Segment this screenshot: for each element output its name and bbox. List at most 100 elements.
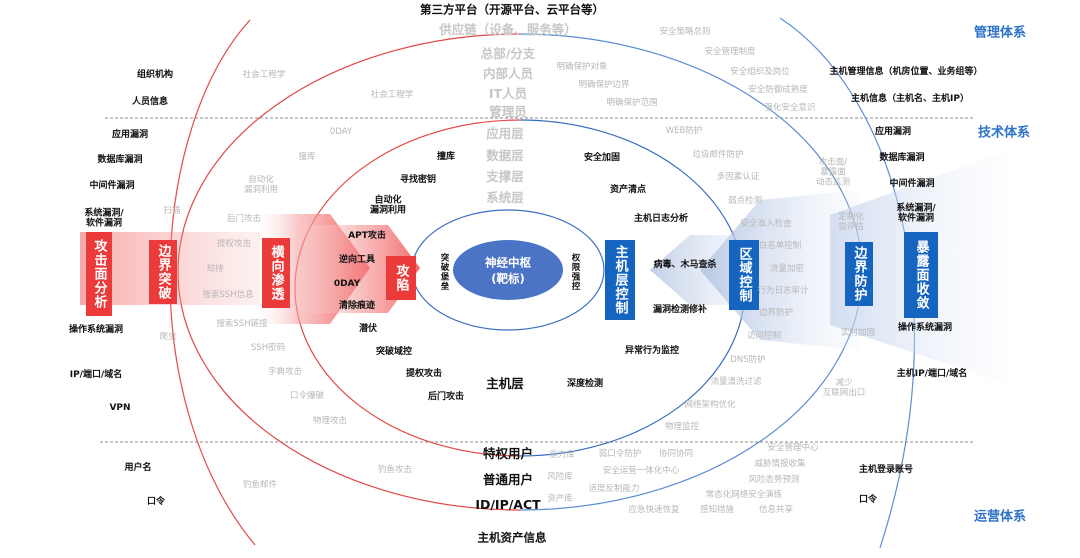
ring-label-id-ip-act: ID/IP/ACT xyxy=(475,496,541,512)
left-label-ip-port: IP/端口/域名 xyxy=(69,369,123,380)
ring-label-system-layer: 系统层 xyxy=(486,189,524,205)
attack-label-apt: APT攻击 xyxy=(348,230,386,241)
ops-weak-pwd: 弱口令防护 xyxy=(598,449,642,460)
left-label-personnel: 人员信息 xyxy=(131,96,169,107)
gray-defense-reduce-exit: 减少 互联网出口 xyxy=(822,378,866,398)
ops-response: 适度反制能力 xyxy=(588,484,640,495)
gray-defense-web: WEB防护 xyxy=(665,126,703,137)
gray-defense-real-hardening: 实时加固 xyxy=(840,328,876,339)
core-right-side-label: 权限强控 xyxy=(570,253,580,291)
gray-defense-auto-assess: 定制化 自评估 xyxy=(838,212,864,232)
left-label-middleware-vuln: 中间件漏洞 xyxy=(89,180,135,191)
defense-label-anomaly: 异常行为监控 xyxy=(624,345,680,356)
right-label-app-vuln: 应用漏洞 xyxy=(874,126,912,137)
ring-label-it-staff: IT人员 xyxy=(488,85,528,101)
gray-defense-bound-protect: 边界防护 xyxy=(758,308,794,319)
gray-attack-hijack: 劫持 xyxy=(206,264,224,275)
ring-label-supply-chain: 供应链（设备、服务等） xyxy=(439,21,577,37)
top-title: 第三方平台（开源平台、云平台等） xyxy=(420,2,604,17)
attack-label-clear-trace: 清除痕迹 xyxy=(338,300,376,311)
boundary-breach-box: 边界突破 xyxy=(149,240,177,304)
gray-attack-ssh-pwd: SSH密码 xyxy=(250,343,286,354)
ops-risk-predict: 风险态势预测 xyxy=(748,475,800,486)
ring-label-app-layer: 应用层 xyxy=(486,125,524,141)
bottom-title: 主机资产信息 xyxy=(477,530,547,545)
core-subtitle: (靶标) xyxy=(491,271,525,285)
gray-defense-attack-surface: 攻击面/ 暴露面 动态监测 xyxy=(815,157,851,187)
right-label-db-vuln: 数据库漏洞 xyxy=(879,152,925,163)
attack-label-break-zone: 突破域控 xyxy=(375,346,413,357)
attack-label-find-key: 寻找密钥 xyxy=(399,174,437,185)
gray-defense-protect-object: 明确保护对象 xyxy=(556,62,608,73)
gray-defense-net-arch: 网络架构优化 xyxy=(684,400,736,411)
attack-label-lurk: 潜伏 xyxy=(358,323,378,334)
ops-platform: 安全运营一体化中心 xyxy=(602,466,680,477)
lateral-penetration-box: 横向渗透 xyxy=(262,238,290,308)
right-label-password: 口令 xyxy=(858,494,878,505)
technical-system-label: 技术体系 xyxy=(977,125,1031,141)
gray-attack-pwd-crack: 口令爆破 xyxy=(289,391,325,402)
ring-label-host-layer: 主机层 xyxy=(486,375,524,391)
gray-defense-access-ctrl: 访问控制 xyxy=(746,331,782,342)
ops-collab: 协同协同 xyxy=(658,449,694,460)
ring-label-support-layer: 支撑层 xyxy=(486,168,524,184)
ops-risk-lib: 风险库 xyxy=(547,472,573,483)
host-layer-control-box: 主机层控制 xyxy=(605,240,635,320)
attack-label-reverse-tool: 逆向工具 xyxy=(338,254,376,265)
gray-attack-social-eng-2: 社会工程学 xyxy=(370,90,414,101)
ops-capability: 能力库 xyxy=(549,450,575,461)
gray-attack-privilege: 提权攻击 xyxy=(216,239,252,250)
gray-defense-awareness: 强化安全意识 xyxy=(764,103,816,114)
right-label-system-vuln: 系统漏洞/ 软件漏洞 xyxy=(896,203,936,224)
gray-defense-compliance: 安全准入检查 xyxy=(740,219,792,230)
core-ellipse xyxy=(453,240,563,300)
defense-label-log-analysis: 主机日志分析 xyxy=(633,213,689,224)
attack-label-backdoor: 后门攻击 xyxy=(427,391,465,402)
gray-defense-whitelist: 白名单控制 xyxy=(758,241,802,252)
gray-attack-backdoor: 后门攻击 xyxy=(226,214,262,225)
ring-label-privileged-user: 特权用户 xyxy=(482,445,534,461)
left-label-username: 用户名 xyxy=(124,462,152,473)
capture-box: 攻陷 xyxy=(386,256,416,300)
core-title: 神经中枢 xyxy=(485,255,531,270)
gray-defense-encryption: 流量加密 xyxy=(769,264,805,275)
gray-attack-ssh-link: 搜索SSH链接 xyxy=(216,319,268,330)
attack-surface-analysis-box: 攻击面分析 xyxy=(86,232,112,316)
ring-label-normal-user: 普通用户 xyxy=(482,471,534,487)
ring-label-admin: 管理员 xyxy=(489,103,527,119)
right-label-ip-port: 主机IP/端口/域名 xyxy=(896,368,968,379)
left-label-app-vuln: 应用漏洞 xyxy=(111,129,149,140)
gray-attack-phishing-mail: 钓鱼邮件 xyxy=(242,480,278,491)
gray-defense-mgmt-system: 安全管理制度 xyxy=(704,47,756,58)
defense-label-asset-inventory: 资产清点 xyxy=(609,184,647,195)
defense-label-vuln-patch: 漏洞检测修补 xyxy=(652,304,708,315)
gray-defense-dns: DNS防护 xyxy=(730,355,766,366)
gray-defense-behavior: 行为日志审计 xyxy=(757,286,809,297)
ring-label-internal-staff: 内部人员 xyxy=(482,65,534,81)
ring-label-hq: 总部/分支 xyxy=(480,45,536,61)
management-system-label: 管理体系 xyxy=(973,25,1027,41)
boundary-defense-box: 边界防护 xyxy=(845,242,873,306)
gray-attack-phishing: 钓鱼攻击 xyxy=(377,465,413,476)
gray-attack-physical: 物理攻击 xyxy=(312,416,348,427)
left-label-password: 口令 xyxy=(146,496,166,507)
defense-arrow-zone xyxy=(700,190,860,350)
left-label-system-vuln: 系统漏洞/ 软件漏洞 xyxy=(84,208,124,229)
gray-defense-phys-monitor: 物理监控 xyxy=(664,422,700,433)
attack-label-0day: 0DAY xyxy=(333,278,361,289)
left-label-vpn: VPN xyxy=(109,402,131,413)
gray-defense-org-roles: 安全组织及岗位 xyxy=(730,67,790,78)
ops-asset-lib: 资产库 xyxy=(547,494,573,505)
gray-attack-auto-exploit: 自动化 漏洞利用 xyxy=(243,175,279,195)
ops-threat-measure: 感知措施 xyxy=(699,505,735,516)
core-target-label: 神经中枢 (靶标) xyxy=(485,255,531,286)
gray-attack-0day: 0DAY xyxy=(329,127,353,138)
gray-defense-strategy: 安全策略总则 xyxy=(659,27,711,38)
exposure-convergence-box: 暴露面收敛 xyxy=(904,232,938,318)
gray-attack-scan: 扫描 xyxy=(163,206,181,217)
gray-defense-traffic-clean: 流量清洗过滤 xyxy=(710,377,762,388)
gray-attack-social-eng-1: 社会工程学 xyxy=(242,70,286,81)
right-label-host-mgmt-info: 主机管理信息（机房位置、业务组等） xyxy=(829,66,983,77)
ops-normal-drill: 常态化网络安全演练 xyxy=(705,490,783,501)
gray-defense-spam: 垃圾邮件防护 xyxy=(692,150,744,161)
